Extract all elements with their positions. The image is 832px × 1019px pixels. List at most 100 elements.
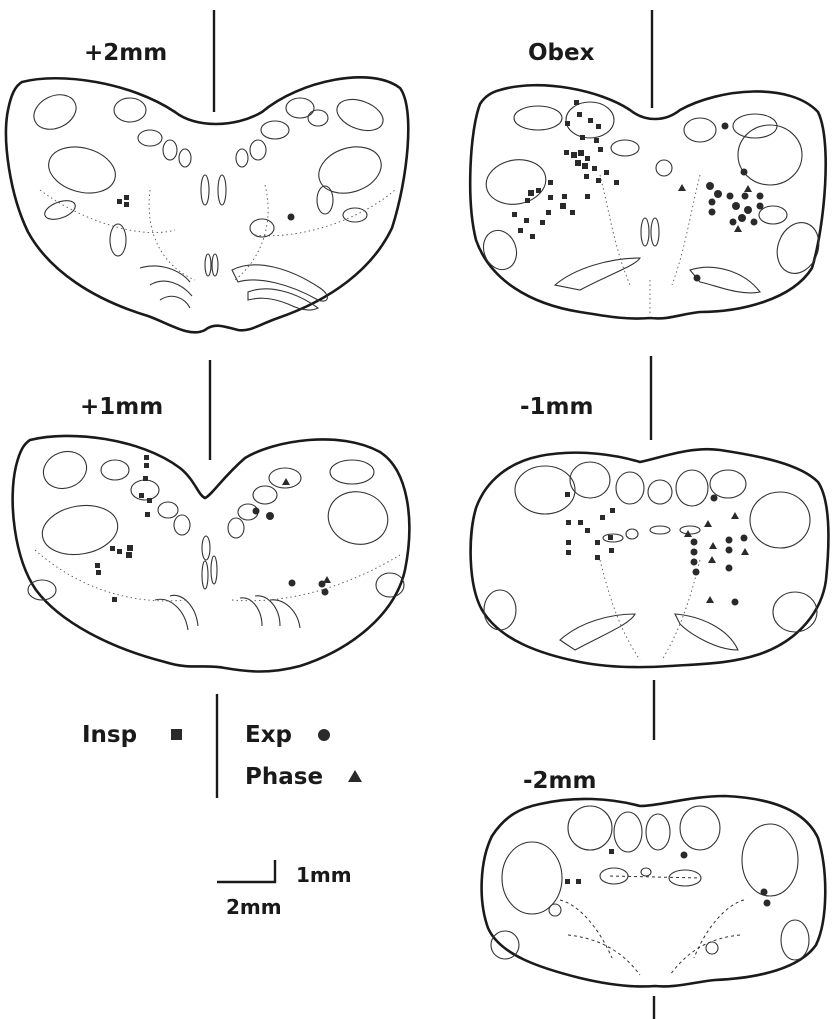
scale-label-horizontal: 2mm [226, 895, 282, 919]
insp-marker [562, 194, 567, 199]
insp-marker [512, 212, 517, 217]
scale-bar: 1mm 2mm [217, 860, 352, 919]
insp-marker [548, 180, 553, 185]
exp-marker [742, 193, 749, 200]
insp-marker [588, 118, 593, 123]
section-minus1: -1mm [471, 356, 829, 667]
insp-marker [525, 198, 530, 203]
insp-marker [110, 546, 115, 551]
exp-marker [726, 537, 733, 544]
section-label-obex: Obex [528, 40, 595, 66]
exp-marker [694, 275, 701, 282]
exp-marker [253, 508, 260, 515]
insp-marker [574, 100, 579, 105]
insp-marker [582, 163, 588, 169]
insp-marker [614, 180, 619, 185]
insp-marker [578, 150, 584, 156]
insp-marker [127, 545, 133, 551]
insp-marker [580, 135, 585, 140]
insp-marker [578, 520, 583, 525]
section-label-minus1: -1mm [520, 394, 593, 420]
exp-circle-icon [318, 729, 330, 741]
insp-marker [595, 555, 600, 560]
insp-marker [112, 597, 117, 602]
legend: Insp Exp Phase [82, 694, 362, 798]
exp-marker [727, 193, 734, 200]
insp-marker [585, 528, 590, 533]
exp-marker [714, 190, 722, 198]
legend-label-exp: Exp [245, 722, 292, 748]
exp-marker [741, 535, 748, 542]
exp-marker [730, 219, 737, 226]
insp-marker [143, 476, 148, 481]
insp-marker [565, 121, 570, 126]
insp-marker [117, 549, 122, 554]
exp-marker [709, 209, 716, 216]
insp-marker [565, 879, 570, 884]
insp-marker [594, 138, 599, 143]
exp-marker [764, 900, 771, 907]
section-plus2: +2mm [6, 10, 408, 332]
insp-marker [571, 152, 577, 158]
exp-marker [741, 169, 748, 176]
insp-marker [530, 234, 535, 239]
insp-marker [596, 124, 601, 129]
exp-marker [726, 547, 733, 554]
insp-marker [546, 210, 551, 215]
exp-marker [744, 206, 752, 214]
insp-marker [610, 508, 615, 513]
insp-marker [577, 112, 582, 117]
insp-marker [570, 210, 575, 215]
insp-marker [566, 520, 571, 525]
insp-marker [126, 552, 132, 558]
insp-marker [548, 195, 553, 200]
exp-marker [732, 202, 740, 210]
scale-bar-lines [217, 860, 275, 882]
section-outline [6, 77, 408, 332]
scale-label-vertical: 1mm [296, 863, 352, 887]
insp-marker [564, 150, 569, 155]
insp-marker [144, 455, 149, 460]
legend-label-phase: Phase [245, 764, 323, 790]
insp-marker [566, 550, 571, 555]
insp-marker [96, 570, 101, 575]
legend-label-insp: Insp [82, 722, 137, 748]
insp-marker [609, 849, 614, 854]
insp-marker [560, 203, 566, 209]
insp-marker [575, 160, 581, 166]
insp-marker [566, 540, 571, 545]
section-outline [470, 85, 825, 318]
exp-marker [711, 495, 718, 502]
section-outline [471, 449, 829, 667]
exp-marker [722, 123, 729, 130]
section-minus2: -2mm [482, 680, 826, 1019]
insp-marker [565, 492, 570, 497]
insp-marker [596, 178, 601, 183]
section-label-plus1: +1mm [80, 394, 163, 420]
insp-marker [145, 512, 150, 517]
exp-marker [693, 569, 700, 576]
exp-marker [681, 852, 688, 859]
insp-marker [144, 463, 149, 468]
exp-marker [709, 199, 716, 206]
exp-marker [266, 512, 274, 520]
insp-marker [528, 190, 534, 196]
insp-marker [595, 540, 600, 545]
insp-marker [540, 220, 545, 225]
exp-marker [738, 214, 746, 222]
insp-marker [124, 195, 129, 200]
insp-marker [609, 548, 614, 553]
section-label-minus2: -2mm [523, 768, 596, 794]
insp-marker [608, 535, 613, 540]
exp-marker [757, 193, 764, 200]
section-plus1: +1mm [13, 360, 410, 672]
insp-marker [585, 156, 590, 161]
insp-marker [584, 174, 589, 179]
exp-marker [691, 539, 698, 546]
insp-marker [139, 493, 144, 498]
section-outline [13, 436, 410, 672]
insp-marker [524, 218, 529, 223]
insp-marker [600, 515, 605, 520]
section-obex: Obex [470, 10, 825, 319]
